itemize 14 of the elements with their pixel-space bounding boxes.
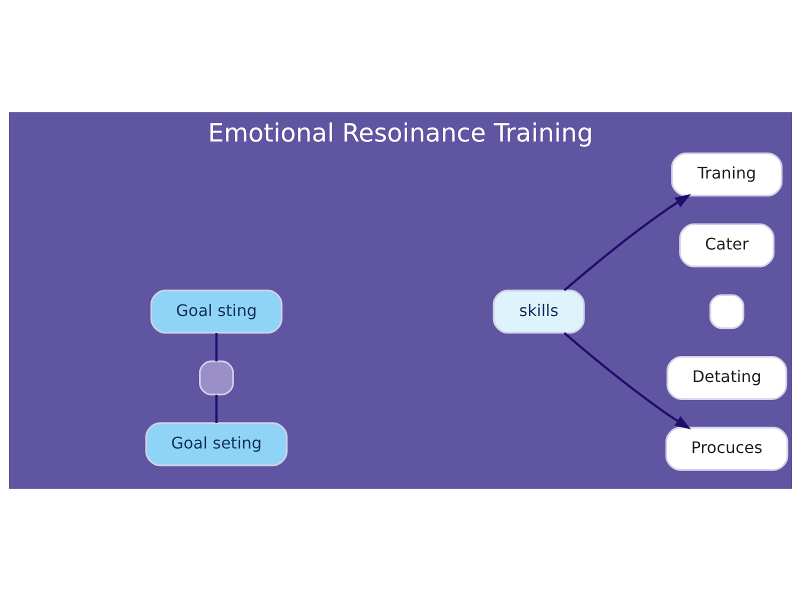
node-box: Procuces xyxy=(664,426,788,470)
node-box: Traning xyxy=(670,152,782,196)
node-box: Cater xyxy=(678,222,774,267)
node-box: Detating xyxy=(666,355,787,400)
diagram-title: Emotional Resoinance Training xyxy=(207,118,593,147)
arrow xyxy=(563,332,691,429)
node-box xyxy=(708,294,744,329)
connector xyxy=(214,394,218,422)
node-box: skills xyxy=(492,289,584,334)
connector xyxy=(214,332,218,361)
arrow xyxy=(563,193,691,291)
node-box xyxy=(198,360,234,395)
node-box: Goal seting xyxy=(144,422,288,466)
node-box: Goal sting xyxy=(150,289,282,334)
